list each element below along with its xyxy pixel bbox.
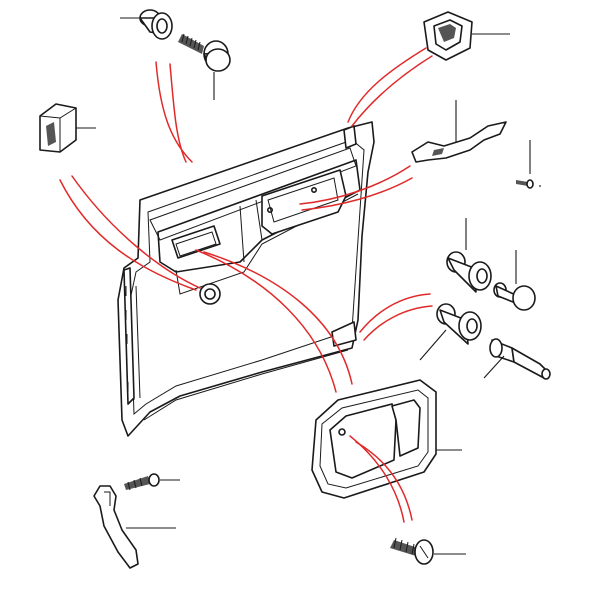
panel-clip-block bbox=[39, 103, 96, 153]
callout-grommet-top-b bbox=[169, 63, 187, 163]
pull-handle-escutcheon bbox=[423, 11, 510, 61]
trim-fastener-screw-top bbox=[178, 33, 231, 100]
small-screw bbox=[516, 140, 541, 189]
callout-housing-b bbox=[203, 251, 353, 385]
callout-escutcheon-b bbox=[351, 55, 433, 127]
callout-escutcheon-a bbox=[347, 47, 427, 123]
callout-clip-b bbox=[71, 175, 201, 289]
callout-strap-a bbox=[299, 165, 411, 205]
interior-handle-housing bbox=[311, 379, 462, 499]
handle-mounting-screw bbox=[390, 537, 466, 565]
push-rivet-fastener bbox=[483, 338, 551, 380]
trim-button-fastener bbox=[493, 250, 536, 311]
door-trim-panel bbox=[117, 121, 375, 437]
bracket-screw bbox=[124, 473, 180, 491]
door-pull-strap bbox=[411, 100, 507, 163]
callout-screw-b bbox=[355, 441, 413, 521]
grommet-top bbox=[120, 9, 173, 40]
callout-grommet-lower-a bbox=[359, 293, 431, 333]
hook-bracket bbox=[93, 485, 176, 569]
callout-strap-b bbox=[301, 177, 413, 211]
callout-housing-a bbox=[195, 249, 337, 393]
callout-grommet-top-a bbox=[155, 61, 193, 163]
callout-lines bbox=[59, 47, 433, 523]
callout-clip-a bbox=[59, 179, 197, 291]
grommet-right-lower bbox=[419, 303, 482, 361]
grommet-right-upper bbox=[446, 218, 492, 293]
callout-grommet-lower-b bbox=[363, 305, 433, 341]
